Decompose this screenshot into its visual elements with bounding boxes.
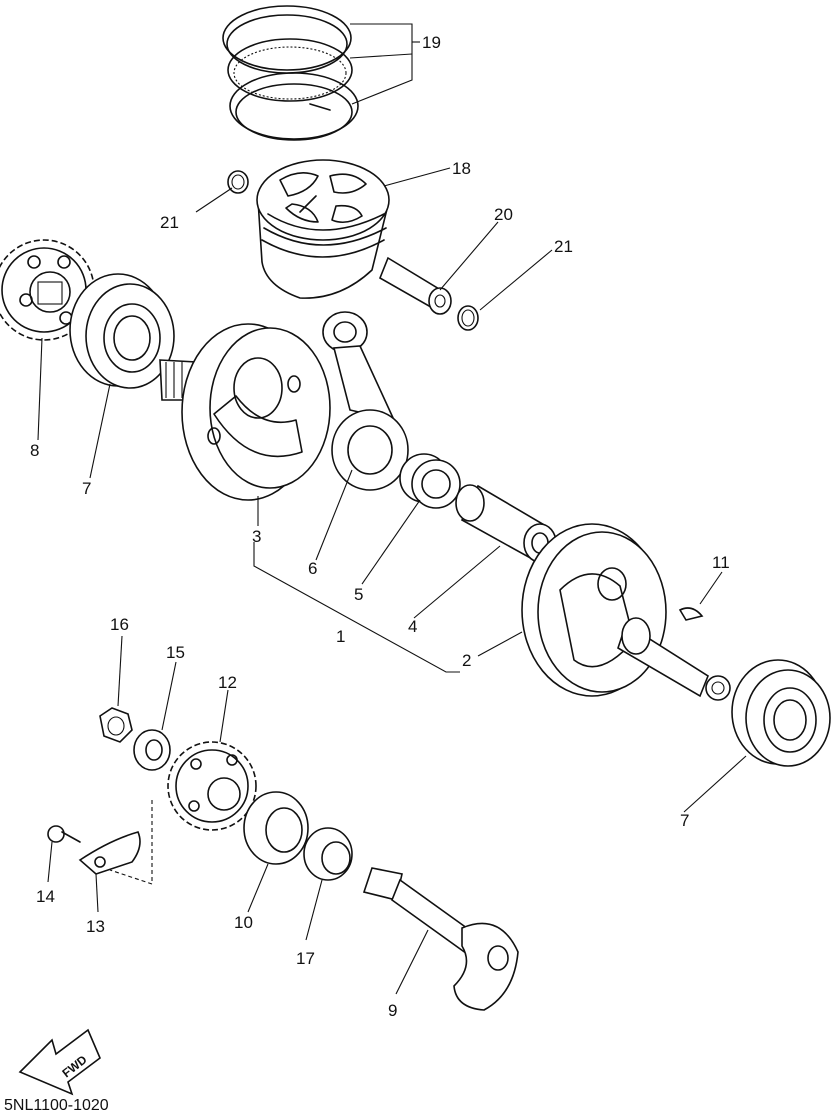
label-5: 5 bbox=[354, 585, 363, 604]
circlip-lower bbox=[457, 305, 479, 331]
label-11: 11 bbox=[712, 553, 730, 572]
circlip-upper bbox=[227, 170, 249, 194]
part-labels: 1 2 3 4 5 6 7 7 8 9 10 11 12 13 14 15 16… bbox=[30, 33, 730, 1020]
label-10: 10 bbox=[234, 913, 253, 932]
piston bbox=[256, 159, 390, 299]
label-15: 15 bbox=[166, 643, 185, 662]
connecting-rod bbox=[322, 311, 409, 491]
label-9: 9 bbox=[388, 1001, 397, 1020]
label-16: 16 bbox=[110, 615, 129, 634]
label-21-upper: 21 bbox=[160, 213, 179, 232]
balancer-gear bbox=[167, 741, 257, 831]
crank-wheel-left bbox=[159, 323, 331, 501]
nut bbox=[99, 707, 133, 743]
label-7-left: 7 bbox=[82, 479, 91, 498]
diagram-code: 5NL1100-1020 bbox=[4, 1097, 109, 1112]
bolt bbox=[47, 825, 81, 843]
piston-pin bbox=[378, 256, 452, 315]
balancer-bearing bbox=[243, 791, 309, 865]
needle-bearing bbox=[399, 453, 461, 509]
balancer-shaft bbox=[362, 867, 519, 1011]
piston-rings bbox=[222, 5, 359, 141]
bearing-left bbox=[69, 273, 175, 389]
label-2: 2 bbox=[462, 651, 471, 670]
label-21-lower: 21 bbox=[554, 237, 573, 256]
label-1: 1 bbox=[336, 627, 345, 646]
lock-washer bbox=[133, 729, 171, 771]
label-12: 12 bbox=[218, 673, 237, 692]
label-13: 13 bbox=[86, 917, 105, 936]
label-7-right: 7 bbox=[680, 811, 689, 830]
label-17: 17 bbox=[296, 949, 315, 968]
label-18: 18 bbox=[452, 159, 471, 178]
bearing-right bbox=[731, 659, 831, 767]
balancer-needle-bearing bbox=[303, 827, 353, 881]
crank-wheel-right bbox=[521, 523, 731, 701]
label-20: 20 bbox=[494, 205, 513, 224]
retainer-plate bbox=[78, 831, 141, 875]
leader-lines bbox=[37, 23, 747, 995]
label-14: 14 bbox=[36, 887, 55, 906]
label-6: 6 bbox=[308, 559, 317, 578]
woodruff-key bbox=[678, 607, 704, 621]
label-8: 8 bbox=[30, 441, 39, 460]
label-4: 4 bbox=[408, 617, 417, 636]
label-19: 19 bbox=[422, 33, 441, 52]
label-3: 3 bbox=[252, 527, 261, 546]
fwd-arrow-icon: FWD bbox=[18, 1028, 101, 1096]
